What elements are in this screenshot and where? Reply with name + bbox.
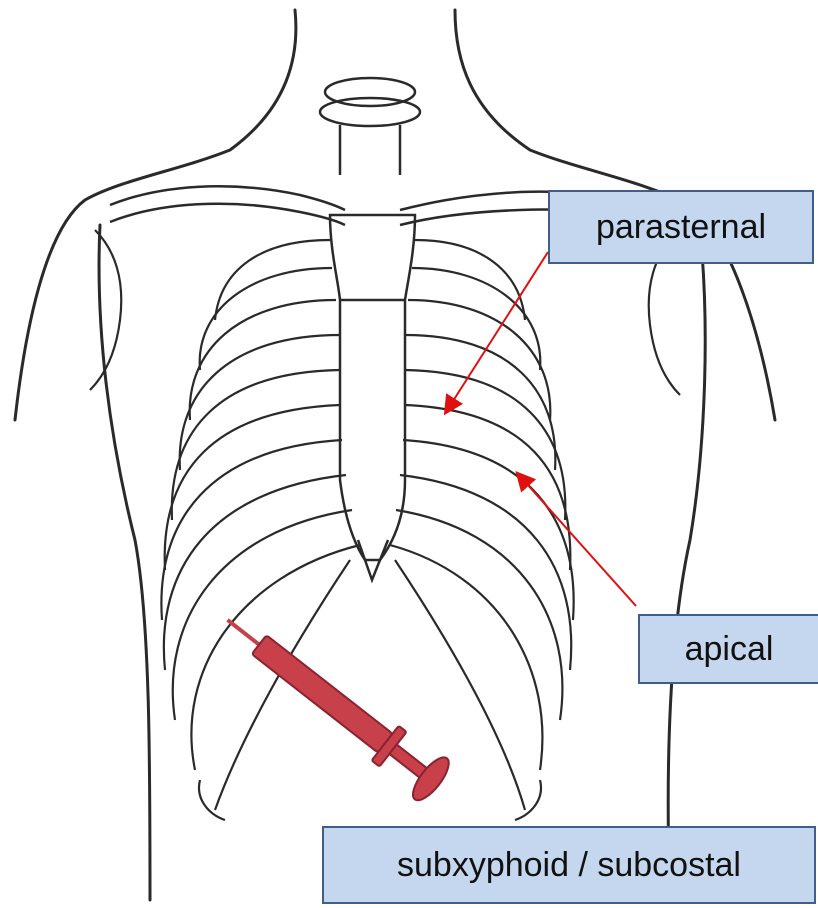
label-apical: apical [638, 614, 818, 684]
sternum [330, 215, 415, 580]
costal-margin [215, 560, 525, 810]
syringe-icon [212, 599, 455, 805]
label-apical-text: apical [685, 632, 774, 666]
syringe-needle [226, 618, 260, 646]
label-parasternal: parasternal [548, 190, 814, 264]
label-subxyphoid: subxyphoid / subcostal [322, 826, 816, 904]
syringe-barrel [252, 635, 393, 752]
trachea-rings [320, 78, 420, 175]
body-outline [15, 10, 775, 900]
label-subxyphoid-text: subxyphoid / subcostal [397, 848, 741, 882]
ribs-left [161, 240, 360, 820]
ribs-right [390, 240, 574, 820]
label-parasternal-text: parasternal [596, 210, 766, 244]
